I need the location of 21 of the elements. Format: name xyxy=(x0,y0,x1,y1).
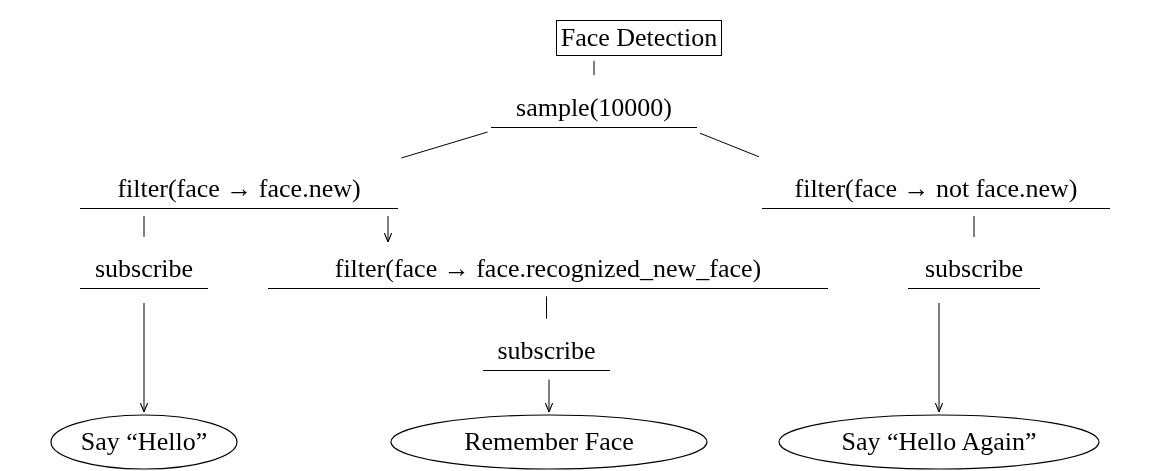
arrow xyxy=(383,215,393,243)
process-box: Face Detection xyxy=(556,20,722,56)
operator-label: subscribe xyxy=(908,244,1040,289)
connector-line xyxy=(400,131,489,159)
operator-label: subscribe xyxy=(80,244,208,289)
arrow xyxy=(934,302,944,413)
action-ellipse: Say “Hello Again” xyxy=(778,414,1100,470)
action-ellipse: Remember Face xyxy=(390,414,708,470)
connector-line xyxy=(143,215,145,238)
action-ellipse: Say “Hello” xyxy=(50,414,238,470)
connector-line xyxy=(546,295,547,320)
operator-label: filter(face → not face.new) xyxy=(762,162,1110,209)
operator-label: filter(face → face.new) xyxy=(80,162,398,209)
connector-line xyxy=(973,215,975,238)
arrow xyxy=(544,379,554,413)
operator-label: filter(face → face.recognized_new_face) xyxy=(268,244,828,289)
operator-label: subscribe xyxy=(483,326,610,371)
arrow xyxy=(139,302,149,413)
operator-label: sample(10000) xyxy=(491,80,697,128)
connector-line xyxy=(593,60,595,76)
connector-line xyxy=(699,132,760,158)
